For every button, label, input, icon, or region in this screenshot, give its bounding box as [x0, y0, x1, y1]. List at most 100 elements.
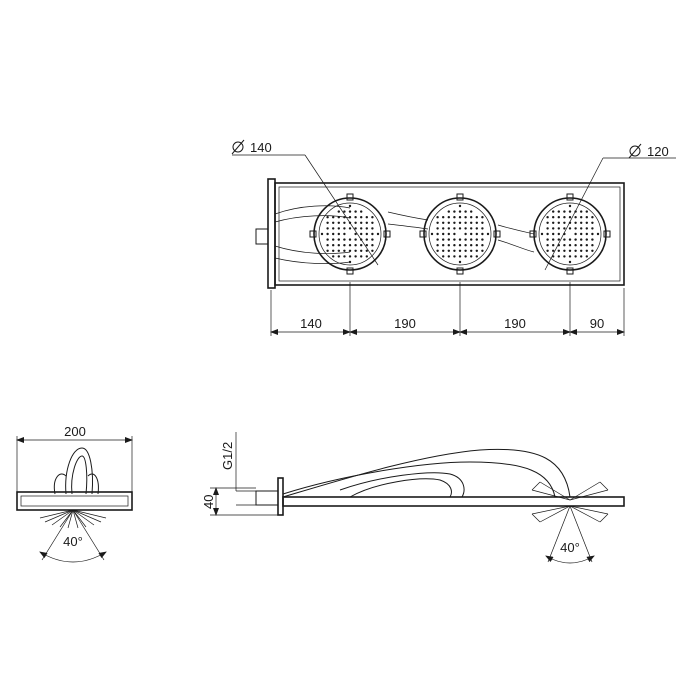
nozzle [343, 238, 346, 241]
nozzle [365, 221, 368, 224]
nozzle [475, 232, 478, 236]
nozzle [365, 244, 368, 247]
nozzle [580, 255, 583, 258]
nozzle [585, 238, 588, 241]
shower-head-rim [533, 197, 607, 271]
nozzle [343, 244, 346, 247]
nozzle [337, 244, 340, 247]
nozzle [591, 238, 594, 241]
nozzle [332, 232, 335, 236]
nozzle [337, 232, 340, 236]
side-angle-arc [545, 555, 595, 564]
nozzle [568, 227, 572, 230]
diameter-symbol-right [628, 143, 642, 159]
side-connector [255, 490, 279, 506]
mount-tab [346, 267, 354, 275]
nozzle [568, 210, 572, 213]
leader-left-diag [304, 154, 379, 266]
nozzle [568, 244, 572, 247]
nozzle [580, 232, 583, 236]
nozzle [596, 232, 600, 236]
nozzle [585, 227, 588, 230]
nozzle [568, 238, 572, 241]
height-label: 40 [201, 495, 216, 509]
nozzle [475, 255, 478, 258]
nozzle [326, 244, 329, 247]
nozzle [568, 249, 572, 252]
nozzle [574, 238, 577, 241]
nozzle [447, 216, 450, 219]
nozzle [326, 232, 329, 236]
nozzle [360, 255, 363, 258]
nozzle [348, 244, 352, 247]
front-arms [53, 447, 99, 495]
nozzle [546, 238, 549, 241]
nozzle [481, 227, 484, 230]
nozzle [332, 227, 335, 230]
nozzle [343, 227, 346, 230]
nozzle [568, 255, 572, 258]
nozzle [453, 216, 456, 219]
nozzle [447, 232, 450, 236]
nozzle [442, 227, 445, 230]
nozzle [442, 216, 445, 219]
dim-label-3: 190 [504, 316, 526, 331]
nozzle [365, 227, 368, 230]
nozzle [546, 227, 549, 230]
inlet-connector [255, 228, 269, 245]
nozzle [464, 227, 467, 230]
mount-tab [603, 230, 611, 238]
nozzle [546, 232, 549, 236]
nozzle [453, 221, 456, 224]
front-angle-arc [39, 551, 107, 563]
nozzle [475, 244, 478, 247]
nozzle [354, 221, 357, 224]
front-body [16, 491, 133, 511]
nozzle [453, 244, 456, 247]
mount-tab [456, 193, 464, 201]
nozzle [348, 216, 352, 219]
nozzle [568, 260, 572, 264]
mount-tab [419, 230, 427, 238]
nozzle [360, 244, 363, 247]
side-angle-label: 40° [560, 540, 580, 555]
nozzle [481, 238, 484, 241]
nozzle [552, 244, 555, 247]
nozzle [481, 232, 484, 236]
nozzle [481, 249, 484, 252]
nozzle [447, 210, 450, 213]
side-head [282, 496, 625, 507]
nozzle [591, 244, 594, 247]
nozzle [458, 210, 462, 213]
nozzle [354, 244, 357, 247]
nozzle [574, 244, 577, 247]
nozzle [546, 244, 549, 247]
nozzle [326, 227, 329, 230]
side-view: 40° G1/2 40 [201, 432, 625, 564]
nozzle [436, 216, 439, 219]
nozzle [371, 232, 374, 236]
nozzle [585, 210, 588, 213]
front-view: 200 40° [16, 424, 133, 563]
thread-label: G1/2 [220, 442, 235, 470]
nozzle [585, 232, 588, 236]
nozzle [568, 216, 572, 219]
nozzle [563, 238, 566, 241]
nozzle [458, 260, 462, 264]
nozzle [580, 221, 583, 224]
nozzle [436, 221, 439, 224]
shower-heads [309, 193, 611, 275]
nozzle [348, 238, 352, 241]
nozzle [540, 232, 544, 236]
nozzle [591, 216, 594, 219]
nozzle [360, 216, 363, 219]
nozzle [552, 227, 555, 230]
nozzle [360, 227, 363, 230]
nozzle [458, 216, 462, 219]
nozzle [475, 238, 478, 241]
nozzle [557, 216, 560, 219]
nozzle [464, 238, 467, 241]
nozzle [585, 244, 588, 247]
nozzle [371, 244, 374, 247]
nozzle [552, 249, 555, 252]
